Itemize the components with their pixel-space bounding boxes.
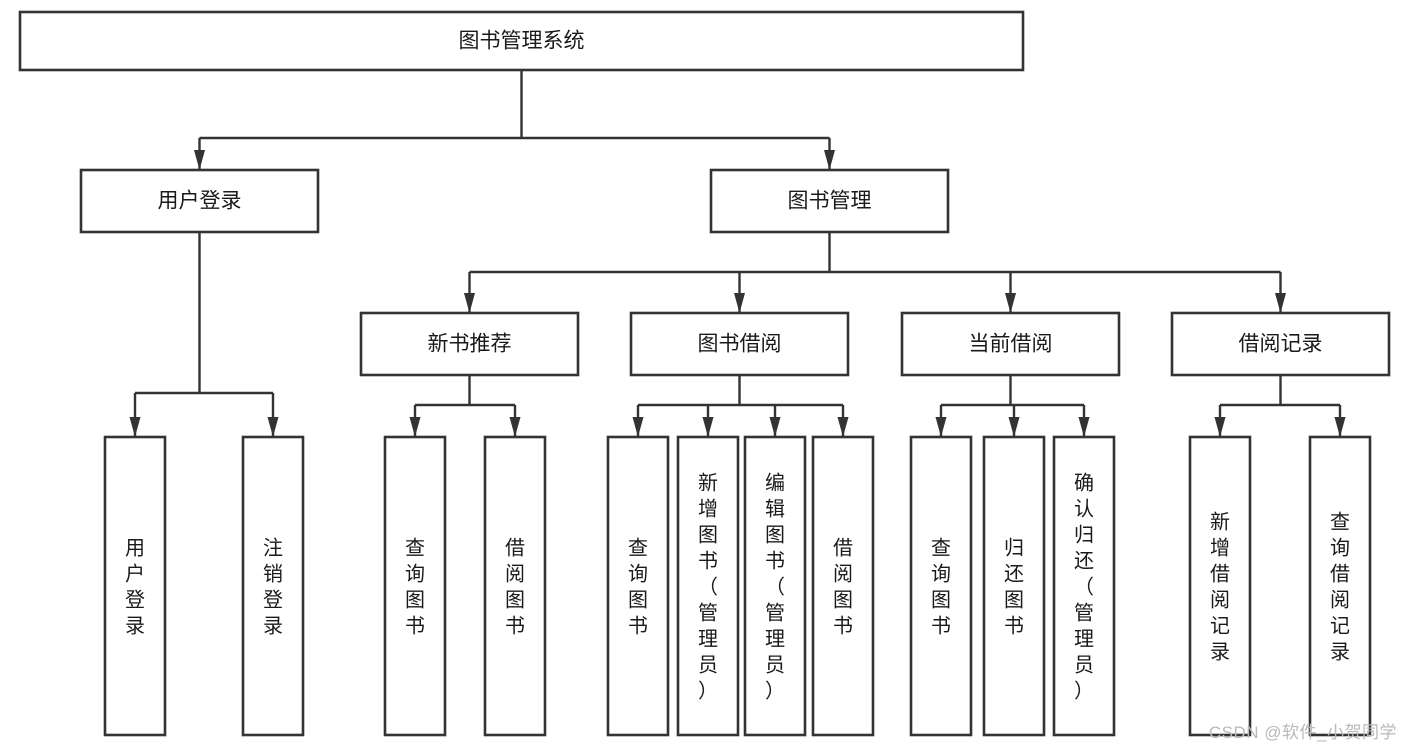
- node-borrow-record-box[interactable]: [1170, 311, 1391, 377]
- node-leaf-current-confirm-return-box[interactable]: [1052, 435, 1116, 737]
- node-book-manage[interactable]: 图书管理: [709, 168, 950, 234]
- node-current-borrow-box[interactable]: [900, 311, 1121, 377]
- node-book-borrow-label: 图书借阅: [698, 333, 782, 356]
- arrow-head-icon: [267, 417, 279, 437]
- arrow-head-icon: [769, 417, 781, 437]
- arrow-head-icon: [935, 417, 947, 437]
- conn-root-to-level2: [194, 70, 835, 170]
- conn-current-to-leaves: [935, 375, 1090, 437]
- node-leaf-borrow-add-book-label: 新增图书（管理员）: [698, 471, 718, 702]
- conn-userlogin-to-leaves: [129, 232, 279, 437]
- connectors-layer: [129, 70, 1346, 437]
- node-borrow-record-label: 借阅记录: [1239, 333, 1323, 356]
- node-leaf-borrow-borrow-book-box[interactable]: [811, 435, 875, 737]
- arrow-head-icon: [1078, 417, 1090, 437]
- node-leaf-borrow-edit-book[interactable]: 编辑图书（管理员）: [743, 435, 807, 737]
- node-leaf-current-query-book[interactable]: 查询图书: [909, 435, 973, 737]
- node-leaf-borrow-edit-book-label: 编辑图书（管理员）: [765, 471, 785, 702]
- node-leaf-record-query[interactable]: 查询借阅记录: [1308, 435, 1372, 737]
- arrow-head-icon: [734, 293, 745, 313]
- arrow-head-icon: [464, 293, 475, 313]
- node-leaf-borrow-borrow-book-label: 借阅图书: [833, 536, 853, 637]
- node-leaf-current-return-book-label: 归还图书: [1004, 536, 1024, 637]
- node-book-borrow-box[interactable]: [629, 311, 850, 377]
- arrow-head-icon: [824, 150, 835, 170]
- node-leaf-borrow-query-book[interactable]: 查询图书: [606, 435, 670, 737]
- csdn-watermark: CSDN @软件_小贺同学: [1208, 723, 1397, 742]
- node-leaf-user-logout-box[interactable]: [241, 435, 305, 737]
- arrow-head-icon: [1214, 417, 1226, 437]
- arrow-head-icon: [194, 150, 205, 170]
- node-new-book-recommend[interactable]: 新书推荐: [359, 311, 580, 377]
- node-leaf-record-query-box[interactable]: [1308, 435, 1372, 737]
- arrow-head-icon: [129, 417, 141, 437]
- node-leaf-record-add-label: 新增借阅记录: [1210, 510, 1230, 663]
- arrow-head-icon: [632, 417, 644, 437]
- node-book-borrow[interactable]: 图书借阅: [629, 311, 850, 377]
- node-leaf-record-add[interactable]: 新增借阅记录: [1188, 435, 1252, 737]
- node-user-login[interactable]: 用户登录: [79, 168, 320, 234]
- node-leaf-current-return-book-box[interactable]: [982, 435, 1046, 737]
- conn-recommend-to-leaves: [409, 375, 521, 437]
- arrow-head-icon: [409, 417, 421, 437]
- node-leaf-user-logout-label: 注销登录: [263, 536, 283, 637]
- arrow-head-icon: [1008, 417, 1020, 437]
- node-leaf-record-query-label: 查询借阅记录: [1330, 510, 1350, 663]
- node-root-label: 图书管理系统: [459, 30, 585, 53]
- node-leaf-user-logout[interactable]: 注销登录: [241, 435, 305, 737]
- node-leaf-user-login-box[interactable]: [103, 435, 167, 737]
- arrow-head-icon: [702, 417, 714, 437]
- node-leaf-current-confirm-return[interactable]: 确认归还（管理员）: [1052, 435, 1116, 737]
- node-leaf-user-login-label: 用户登录: [125, 537, 145, 637]
- conn-record-to-leaves: [1214, 375, 1346, 437]
- node-root[interactable]: 图书管理系统: [18, 10, 1025, 72]
- node-leaf-record-add-box[interactable]: [1188, 435, 1252, 737]
- node-root-box[interactable]: [18, 10, 1025, 72]
- node-leaf-recommend-query-book-label: 查询图书: [405, 536, 425, 637]
- node-new-book-recommend-label: 新书推荐: [428, 333, 512, 356]
- arrow-head-icon: [1275, 293, 1286, 313]
- node-leaf-recommend-query-book-box[interactable]: [383, 435, 447, 737]
- node-leaf-current-confirm-return-label: 确认归还（管理员）: [1074, 471, 1094, 702]
- conn-bookmanage-to-level3: [464, 232, 1286, 313]
- node-leaf-current-return-book[interactable]: 归还图书: [982, 435, 1046, 737]
- node-leaf-user-login[interactable]: 用户登录: [103, 435, 167, 737]
- node-new-book-recommend-box[interactable]: [359, 311, 580, 377]
- node-leaf-borrow-add-book-box[interactable]: [676, 435, 740, 737]
- node-user-login-box[interactable]: [79, 168, 320, 234]
- node-leaf-recommend-borrow-book-box[interactable]: [483, 435, 547, 737]
- node-leaf-current-query-book-box[interactable]: [909, 435, 973, 737]
- node-leaf-borrow-query-book-label: 查询图书: [628, 536, 648, 637]
- node-book-manage-box[interactable]: [709, 168, 950, 234]
- node-leaf-borrow-add-book[interactable]: 新增图书（管理员）: [676, 435, 740, 737]
- node-current-borrow[interactable]: 当前借阅: [900, 311, 1121, 377]
- node-borrow-record[interactable]: 借阅记录: [1170, 311, 1391, 377]
- node-book-manage-label: 图书管理: [788, 190, 872, 213]
- node-leaf-recommend-borrow-book[interactable]: 借阅图书: [483, 435, 547, 737]
- node-leaf-borrow-borrow-book[interactable]: 借阅图书: [811, 435, 875, 737]
- node-leaf-recommend-query-book[interactable]: 查询图书: [383, 435, 447, 737]
- node-current-borrow-label: 当前借阅: [969, 333, 1053, 356]
- conn-borrow-to-leaves: [632, 375, 849, 437]
- node-leaf-borrow-edit-book-box[interactable]: [743, 435, 807, 737]
- node-leaf-recommend-borrow-book-label: 借阅图书: [505, 536, 525, 637]
- arrow-head-icon: [837, 417, 849, 437]
- arrow-head-icon: [509, 417, 521, 437]
- node-leaf-borrow-query-book-box[interactable]: [606, 435, 670, 737]
- nodes-layer: 图书管理系统用户登录图书管理新书推荐图书借阅当前借阅借阅记录用户登录注销登录查询…: [18, 10, 1391, 737]
- arrow-head-icon: [1334, 417, 1346, 437]
- arrow-head-icon: [1005, 293, 1016, 313]
- node-leaf-current-query-book-label: 查询图书: [931, 536, 951, 637]
- node-user-login-label: 用户登录: [158, 190, 242, 213]
